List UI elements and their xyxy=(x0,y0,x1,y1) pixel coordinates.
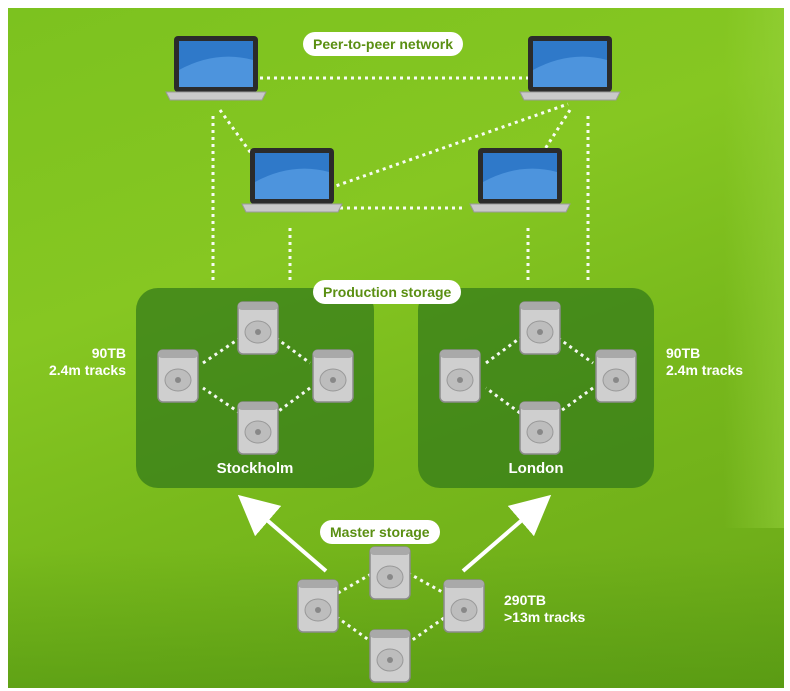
laptop-icon xyxy=(469,148,571,213)
drive-link xyxy=(407,616,445,645)
drive-link xyxy=(485,386,521,415)
london-tracks: 2.4m tracks xyxy=(666,362,744,378)
background-sheen xyxy=(724,8,784,528)
p2p-label: Peer-to-peer network xyxy=(303,32,464,56)
connection-lines xyxy=(202,76,594,645)
hard-drive-icon xyxy=(369,629,411,683)
hard-drive-icon xyxy=(369,546,411,600)
hard-drive-icon xyxy=(439,349,481,403)
drive-link xyxy=(485,336,521,365)
master-size: 290TB xyxy=(504,592,547,608)
hard-drive-icon xyxy=(312,349,354,403)
hard-drive-icon xyxy=(595,349,637,403)
drive-link xyxy=(557,336,594,365)
replication-arrow-stockholm xyxy=(237,494,328,573)
drive-link xyxy=(337,616,374,645)
london-size: 90TB xyxy=(666,345,701,361)
stockholm-label: Stockholm xyxy=(216,460,294,477)
hard-drive-icon xyxy=(157,349,199,403)
device-icons xyxy=(157,36,637,683)
p2p-link xyxy=(329,102,569,190)
stockholm-size: 90TB xyxy=(91,345,126,361)
master-tracks: >13m tracks xyxy=(504,609,586,625)
hard-drive-icon xyxy=(237,401,279,455)
hard-drive-icon xyxy=(519,401,561,455)
laptop-icon xyxy=(241,148,343,213)
hard-drive-icon xyxy=(519,301,561,355)
london-label: London xyxy=(508,460,564,477)
diagram-canvas: Peer-to-peer network Production storage … xyxy=(8,8,784,688)
laptop-icon xyxy=(519,36,621,101)
master-label: Master storage xyxy=(320,520,440,544)
drive-link xyxy=(202,336,241,365)
laptop-icon xyxy=(165,36,267,101)
replication-arrow-london xyxy=(461,494,552,573)
production-label: Production storage xyxy=(313,280,462,304)
drive-link xyxy=(275,336,311,365)
stockholm-stats: 90TB 2.4m tracks xyxy=(49,345,126,379)
drive-link xyxy=(202,386,241,415)
london-stats: 90TB 2.4m tracks xyxy=(666,345,743,379)
hard-drive-icon xyxy=(443,579,485,633)
hard-drive-icon xyxy=(297,579,339,633)
master-stats: 290TB >13m tracks xyxy=(504,592,585,626)
drive-link xyxy=(275,386,311,415)
drive-link xyxy=(557,386,594,415)
stockholm-tracks: 2.4m tracks xyxy=(48,362,126,378)
hard-drive-icon xyxy=(237,301,279,355)
